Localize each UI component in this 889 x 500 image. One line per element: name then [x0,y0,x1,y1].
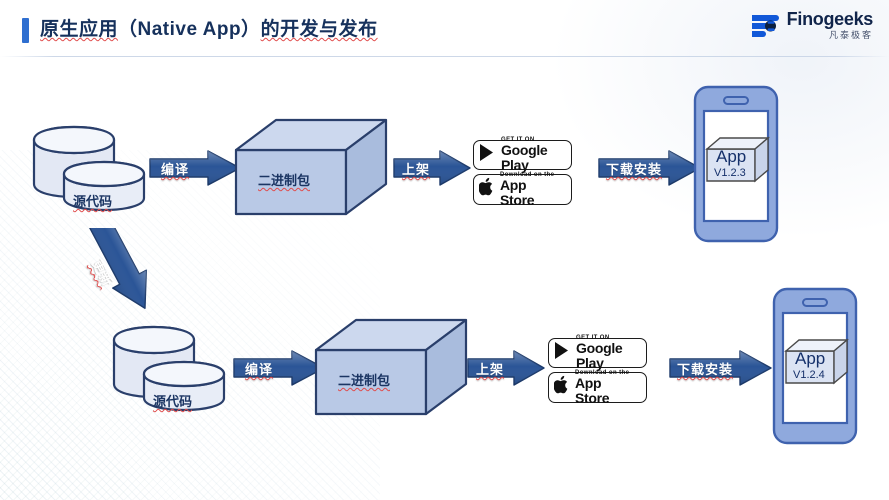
row-0-store-google-play-text: GET IT ON Google Play [501,137,564,173]
row-1-store-google-play-text: GET IT ON Google Play [576,335,639,371]
brand-logo: Finogeeks 凡泰极客 [750,10,873,40]
row-0-arrow-compile-label: 编译 [161,162,190,177]
row-1-device[interactable]: App V1.2.4 [772,287,858,450]
google-play-icon [479,143,496,167]
row-0-device-app-box-icon [705,136,770,183]
page-title-part-2: （Native App） [118,19,261,40]
page-title: 原生应用（Native App）的开发与发布 [40,14,378,41]
apple-icon [478,177,495,202]
row-0-store-google-play-main: Google Play [501,142,548,174]
update-arrow[interactable]: 更新 [78,213,198,343]
row-1-store-app-store-text: Download on the App Store [575,370,639,406]
apple-icon [553,375,570,400]
row-0-arrow-publish[interactable]: 上架 [392,148,472,193]
google-play-icon [554,341,571,365]
row-0-store-google-play-top: GET IT ON [501,137,535,144]
row-0-source-label: 源代码 [73,194,113,209]
row-0-store-app-store[interactable]: Download on the App Store [473,172,572,208]
row-0-source-node[interactable]: 源代码 [28,118,158,223]
row-0-device-version: V1.2.3 [714,167,746,179]
row-0-arrow-download-label: 下载安装 [606,162,663,177]
row-0-device-app-label: App [716,147,747,166]
row-1-binary-node[interactable]: 二进制包 [308,314,473,424]
row-1-store-google-play[interactable]: GET IT ON Google Play [548,335,647,371]
row-1-source-label: 源代码 [153,394,193,409]
row-1-device-version: V1.2.4 [793,369,825,381]
row-0-binary-label: 二进制包 [258,173,311,188]
row-1-store-app-store-top: Download on the [575,369,630,376]
row-1-arrow-compile[interactable]: 编译 [232,348,327,393]
row-0-binary-node[interactable]: 二进制包 [228,114,393,224]
row-1-arrow-compile-label: 编译 [245,362,274,377]
row-1-device-app-box-icon [784,338,849,385]
row-0-store-google-play[interactable]: GET IT ON Google Play [473,137,572,173]
brand-subtitle: 凡泰极客 [828,30,873,40]
row-0-arrow-compile[interactable]: 编译 [148,148,243,193]
row-0-arrow-download[interactable]: 下载安装 [597,148,702,193]
page-title-part-3: 的开发与发布 [260,19,378,40]
row-1-arrow-publish[interactable]: 上架 [466,348,546,393]
row-1-arrow-download[interactable]: 下载安装 [668,348,773,393]
row-1-device-app-label: App [795,349,826,368]
row-1-source-node[interactable]: 源代码 [108,318,238,423]
row-1-arrow-download-label: 下载安装 [677,362,734,377]
page-title-part-1: 原生应用 [40,19,119,40]
row-1-store-google-play-top: GET IT ON [576,335,610,342]
row-1-store-app-store-main: App Store [575,374,610,406]
finogeeks-f-logo-icon [750,10,780,40]
brand-name: Finogeeks [786,9,874,29]
row-0-store-app-store-main: App Store [500,176,535,208]
row-0-arrow-publish-label: 上架 [402,162,431,177]
row-1-store-google-play-main: Google Play [576,340,623,372]
row-1-binary-label: 二进制包 [338,373,391,388]
row-0-store-app-store-text: Download on the App Store [500,172,564,208]
title-accent-bar [22,18,29,43]
row-1-arrow-publish-label: 上架 [476,362,505,377]
row-0-store-app-store-top: Download on the [500,171,555,178]
header-divider [0,56,889,57]
row-1-store-app-store[interactable]: Download on the App Store [548,370,647,406]
row-0-device[interactable]: App V1.2.3 [693,85,779,248]
brand-logo-text: Finogeeks 凡泰极客 [786,9,874,40]
